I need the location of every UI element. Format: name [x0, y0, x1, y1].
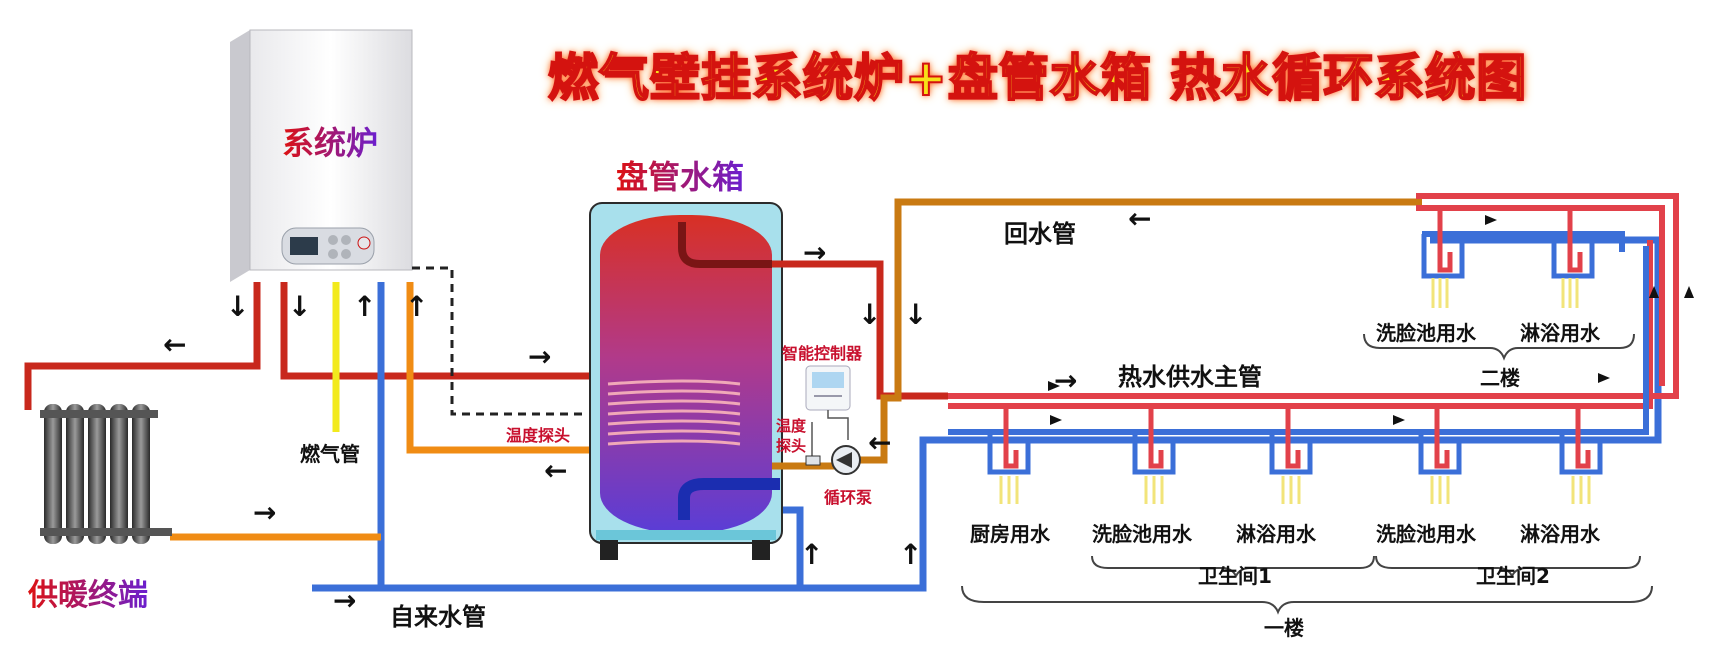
boiler-label: 系统炉	[282, 118, 378, 164]
floor2-piping	[948, 193, 1679, 399]
tank-temp-probe-label: 温度探头	[506, 426, 571, 445]
floor1-fixture-kitchen: 厨房用水	[970, 522, 1050, 546]
floor2-label: 二楼	[1480, 366, 1520, 390]
group-braces	[961, 333, 1653, 615]
floor1-fixture-sink2: 洗脸池用水	[1376, 522, 1476, 546]
smart-controller	[805, 365, 851, 440]
coil-tank	[589, 202, 783, 560]
bathroom1-label: 卫生间1	[1198, 564, 1272, 588]
boiler	[230, 29, 413, 282]
bathroom2-label: 卫生间2	[1476, 564, 1550, 588]
floor1-label: 一楼	[1264, 616, 1304, 640]
down-arrow-icon: ↓	[858, 298, 882, 331]
boiler-display	[290, 237, 318, 255]
circulation-pump	[805, 422, 861, 475]
up-arrow-icon: ↑	[405, 290, 429, 323]
floor1-piping	[948, 240, 1653, 504]
floor1-fixture-shower2: 淋浴用水	[1520, 522, 1600, 546]
heating-terminal-label: 供暖终端	[28, 570, 148, 614]
gas-pipe-label: 燃气管	[300, 442, 360, 466]
diagram-title: 燃气壁挂系统炉+盘管水箱 热水循环系统图	[547, 48, 1528, 108]
floor1-fixture-shower1: 淋浴用水	[1236, 522, 1316, 546]
floor2-fixture-shower: 淋浴用水	[1520, 321, 1600, 345]
floor1-fixture-sink1: 洗脸池用水	[1092, 522, 1192, 546]
tank-label: 盘管水箱	[616, 152, 744, 198]
down-arrow-icon: ↓	[226, 290, 250, 323]
tap-water-pipe-label: 自来水管	[390, 603, 486, 631]
right-arrow-icon: →	[1054, 364, 1078, 397]
heating-coil	[607, 379, 741, 446]
up-arrow-icon: ↑	[353, 290, 377, 323]
right-arrow-icon: →	[253, 496, 277, 529]
floor2-fixture-sink: 洗脸池用水	[1376, 321, 1476, 345]
return-pipe	[850, 198, 1422, 464]
pump-temp-probe-label: 温度探头	[776, 417, 807, 455]
right-arrow-icon: →	[803, 236, 827, 269]
left-arrow-icon: ←	[544, 454, 568, 487]
boiler-pipes	[24, 266, 604, 588]
right-arrow-icon: →	[528, 340, 552, 373]
left-arrow-icon: ←	[1128, 202, 1152, 235]
down-arrow-icon: ↓	[904, 298, 928, 331]
return-pipe-label: 回水管	[1004, 220, 1076, 248]
up-arrow-icon: ↑	[800, 538, 824, 571]
left-arrow-icon: ←	[868, 426, 892, 459]
down-arrow-icon: ↓	[288, 290, 312, 323]
left-arrow-icon: ←	[163, 328, 187, 361]
smart-controller-label: 智能控制器	[782, 344, 863, 363]
up-arrow-icon: ↑	[899, 538, 923, 571]
radiator	[40, 404, 172, 544]
tank-hot-outlet	[772, 260, 948, 400]
circulation-pump-label: 循环泵	[824, 488, 873, 507]
hot-supply-main-label: 热水供水主管	[1118, 363, 1262, 391]
right-arrow-icon: →	[333, 584, 357, 617]
flow-arrows	[1048, 215, 1694, 425]
